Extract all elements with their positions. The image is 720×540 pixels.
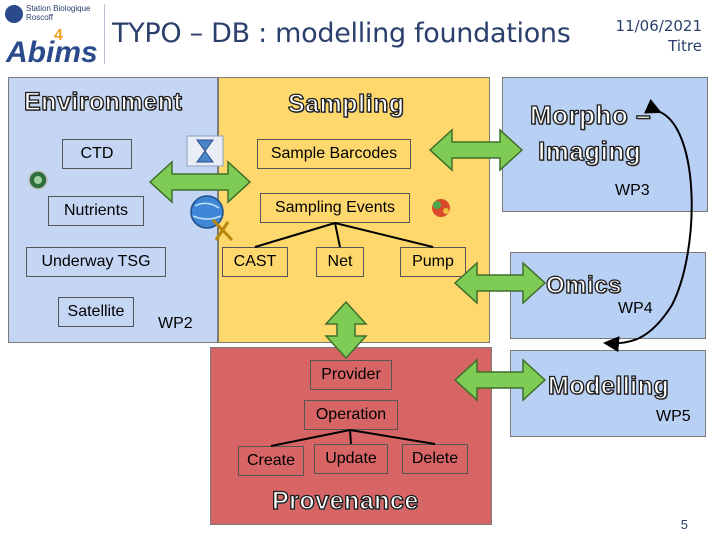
slide-date: 11/06/2021 bbox=[615, 17, 702, 35]
satellite-box: Satellite bbox=[58, 297, 134, 327]
net-box: Net bbox=[316, 247, 364, 277]
wp3-label: WP3 bbox=[615, 182, 650, 199]
logo-line2: Roscoff bbox=[26, 13, 54, 22]
provenance-heading: Provenance bbox=[271, 486, 419, 515]
underway-tsg-box: Underway TSG bbox=[26, 247, 166, 277]
modelling-heading: Modelling bbox=[547, 371, 670, 400]
logo: Station Biologique Roscoff Abims 4 bbox=[2, 0, 106, 69]
nutrients-box: Nutrients bbox=[48, 196, 144, 226]
morpho-heading-line1: Morpho – bbox=[529, 99, 651, 130]
morpho-heading-line2: Imaging bbox=[537, 135, 642, 166]
sampling-heading: Sampling bbox=[287, 89, 405, 118]
logo-four: 4 bbox=[54, 27, 63, 44]
environment-heading: Environment bbox=[23, 87, 183, 116]
logo-line1: Station Biologique bbox=[26, 4, 91, 13]
cast-box: CAST bbox=[222, 247, 288, 277]
update-box: Update bbox=[314, 444, 388, 474]
sample-barcodes-box: Sample Barcodes bbox=[257, 139, 411, 169]
logo-name: Abims bbox=[5, 36, 98, 66]
pump-box: Pump bbox=[400, 247, 466, 277]
operation-box: Operation bbox=[304, 400, 398, 430]
slide-title: TYPO – DB : modelling foundations bbox=[112, 18, 571, 49]
footer-label: Titre bbox=[668, 37, 702, 55]
create-box: Create bbox=[238, 446, 304, 476]
sampling-events-box: Sampling Events bbox=[260, 193, 410, 223]
provider-box: Provider bbox=[310, 360, 392, 390]
ctd-box: CTD bbox=[62, 139, 132, 169]
wp4-label: WP4 bbox=[618, 300, 653, 317]
omics-heading: Omics bbox=[545, 271, 622, 299]
logo-graphic: Station Biologique Roscoff Abims 4 bbox=[5, 4, 98, 69]
delete-box: Delete bbox=[402, 444, 468, 474]
wp2-label: WP2 bbox=[158, 315, 193, 332]
page-number: 5 bbox=[680, 517, 688, 532]
slide-header-meta: 11/06/2021 Titre bbox=[582, 16, 702, 56]
title-divider bbox=[104, 4, 105, 64]
wp5-label: WP5 bbox=[656, 408, 691, 425]
